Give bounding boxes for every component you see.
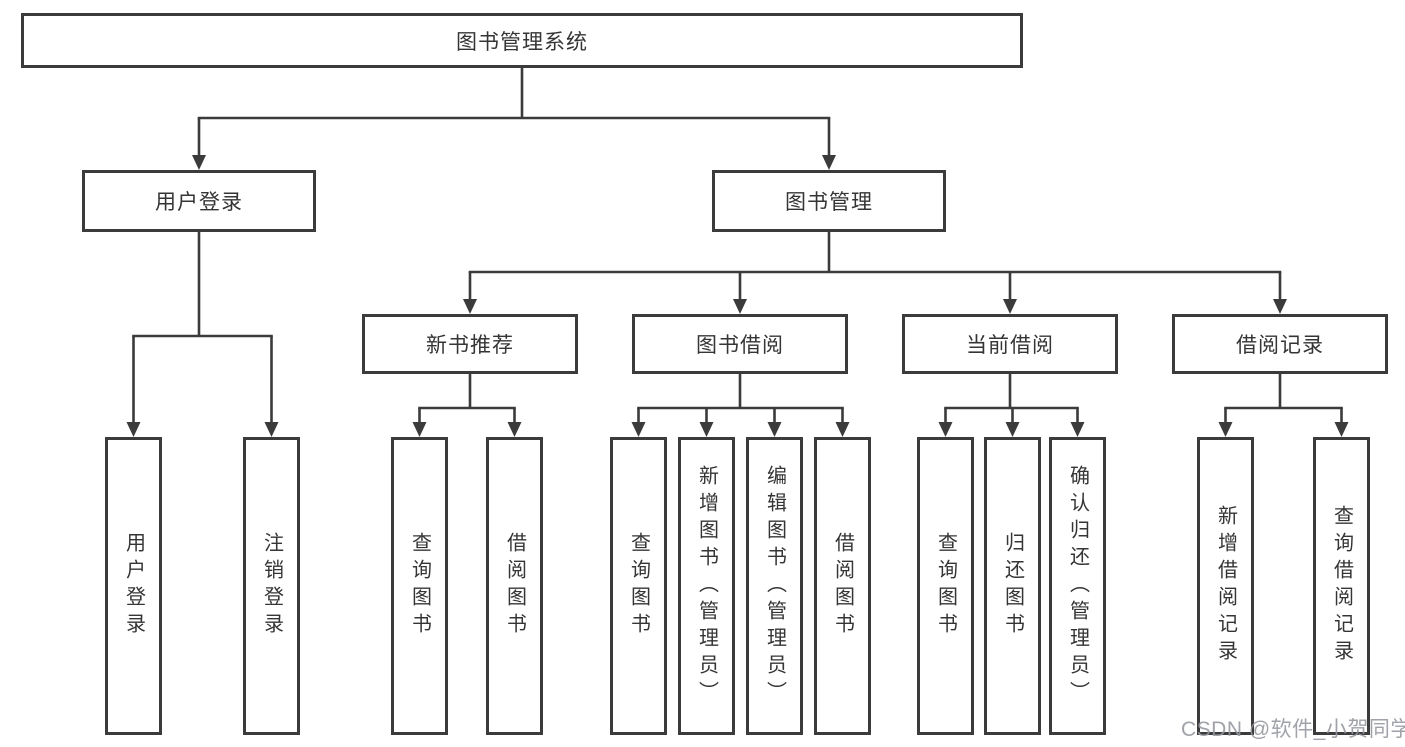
leaf-br-add-record-label: 新增借阅记录: [1214, 505, 1237, 667]
node-book-management-group: 图书管理: [712, 170, 946, 232]
node-book-management-group-label: 图书管理: [785, 191, 873, 214]
leaf-bb-add-books-admin-label: 新增图书（管理员）: [695, 464, 718, 708]
leaf-rec-query-books-label: 查询图书: [408, 532, 431, 640]
node-book-borrowing-label: 图书借阅: [696, 334, 784, 357]
leaf-bb-query-books-label: 查询图书: [627, 532, 650, 640]
csdn-watermark: CSDN @软件_小贺同学: [1181, 718, 1405, 741]
leaf-rec-borrow-books-label: 借阅图书: [503, 532, 526, 640]
node-root-system-label: 图书管理系统: [456, 30, 588, 54]
leaf-cb-return-books: 归还图书: [984, 437, 1041, 735]
leaf-cb-query-books-label: 查询图书: [934, 532, 957, 640]
node-current-borrowing-label: 当前借阅: [966, 334, 1054, 357]
leaf-logout: 注销登录: [243, 437, 300, 735]
node-borrowing-records-label: 借阅记录: [1236, 334, 1324, 357]
leaf-rec-query-books: 查询图书: [391, 437, 448, 735]
leaf-user-login-label: 用户登录: [122, 532, 145, 640]
leaf-cb-confirm-return-admin: 确认归还（管理员）: [1049, 437, 1106, 735]
leaf-bb-query-books: 查询图书: [610, 437, 667, 735]
node-user-login-group: 用户登录: [82, 170, 316, 232]
leaf-user-login: 用户登录: [105, 437, 162, 735]
node-new-book-recommendation: 新书推荐: [362, 314, 578, 374]
leaf-bb-add-books-admin: 新增图书（管理员）: [678, 437, 735, 735]
leaf-bb-edit-books-admin-label: 编辑图书（管理员）: [763, 464, 786, 708]
node-book-borrowing: 图书借阅: [632, 314, 848, 374]
node-new-book-recommendation-label: 新书推荐: [426, 334, 514, 357]
node-borrowing-records: 借阅记录: [1172, 314, 1388, 374]
leaf-cb-return-books-label: 归还图书: [1001, 532, 1024, 640]
leaf-bb-borrow-books-label: 借阅图书: [831, 532, 854, 640]
leaf-cb-confirm-return-admin-label: 确认归还（管理员）: [1066, 464, 1089, 708]
leaf-logout-label: 注销登录: [260, 532, 283, 640]
leaf-br-query-record: 查询借阅记录: [1313, 437, 1370, 735]
node-current-borrowing: 当前借阅: [902, 314, 1118, 374]
node-user-login-group-label: 用户登录: [155, 191, 243, 214]
leaf-bb-borrow-books: 借阅图书: [814, 437, 871, 735]
leaf-rec-borrow-books: 借阅图书: [486, 437, 543, 735]
leaf-bb-edit-books-admin: 编辑图书（管理员）: [746, 437, 803, 735]
leaf-br-query-record-label: 查询借阅记录: [1330, 505, 1353, 667]
leaf-cb-query-books: 查询图书: [917, 437, 974, 735]
node-root-system: 图书管理系统: [21, 13, 1023, 68]
leaf-br-add-record: 新增借阅记录: [1197, 437, 1254, 735]
